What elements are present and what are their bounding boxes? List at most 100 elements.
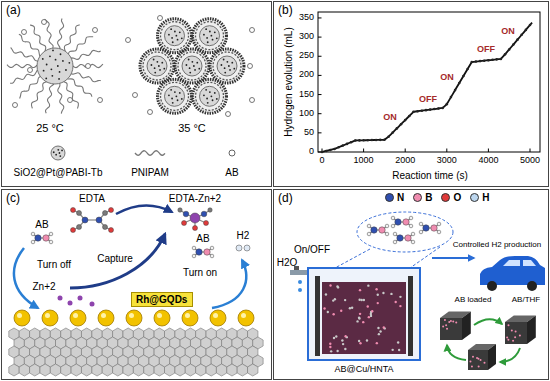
edta-switch-figure (45, 313, 50, 318)
polymer-particle-figure (196, 62, 198, 64)
edta-switch-figure (185, 313, 190, 318)
hydrogen-production-figure (379, 330, 381, 332)
edta-switch-figure (82, 217, 88, 223)
polymer-particle-figure (213, 52, 241, 80)
hydrogen-production-figure (290, 212, 545, 370)
polymer-particle-figure (53, 151, 55, 153)
hydrogen-chart (450, 96, 453, 99)
polymer-particle-figure (62, 60, 64, 62)
polymer-particle-figure (181, 37, 183, 39)
polymer-particle-figure (50, 68, 52, 70)
polymer-particle-figure (175, 49, 209, 83)
hydrogen-chart (446, 103, 449, 106)
state-label: ON (501, 27, 515, 37)
edta-switch-figure (50, 364, 60, 376)
hydrogen-chart (404, 119, 407, 122)
hydrogen-chart (318, 56, 322, 57)
hydrogen-production-figure (367, 284, 369, 286)
tick-label: 200 (299, 70, 314, 80)
edta-switch-figure (103, 211, 108, 216)
legend-label: SiO2@Pt@PABI-Tb (13, 167, 102, 178)
edta-switch-figure (113, 364, 123, 376)
hydrogen-production-figure (330, 350, 332, 352)
atom-swatch (385, 193, 394, 202)
polymer-particle-figure (71, 50, 100, 59)
polymer-particle-figure (207, 102, 209, 104)
polymer-particle-figure (156, 61, 158, 63)
polymer-particle-figure (61, 150, 63, 152)
tick-label: 250 (299, 51, 314, 61)
hydrogen-production-figure (337, 286, 339, 288)
edta-switch-figure (71, 228, 76, 233)
hydrogen-chart (529, 24, 532, 27)
polymer-particle-figure (214, 92, 216, 94)
hydrogen-production-figure (440, 318, 462, 340)
polymer-particle-figure (31, 82, 46, 108)
hydrogen-chart (512, 43, 515, 46)
hydrogen-chart (475, 60, 478, 63)
edta-switch-figure (109, 228, 114, 233)
hydrogen-production-figure (298, 288, 302, 292)
edta-switch-figure (19, 364, 29, 376)
edta-switch-figure (210, 254, 214, 258)
hydrogen-production-figure (512, 340, 514, 342)
polymer-particle-figure (133, 93, 138, 98)
edta-switch-figure (204, 249, 210, 255)
hydrogen-production-figure (356, 320, 358, 322)
hydrogen-chart (416, 110, 419, 113)
hydrogen-production-figure (393, 240, 397, 244)
hydrogen-chart (329, 149, 332, 152)
polymer-particle-figure (68, 62, 70, 64)
polymer-particle-figure (153, 59, 155, 61)
hydrogen-production-figure (447, 345, 466, 360)
polymer-particle-figure (55, 59, 57, 61)
hydrogen-chart (358, 139, 361, 142)
tick-label: 3000 (437, 156, 457, 166)
tick-label: 0 (319, 156, 324, 166)
edta-switch-figure (61, 364, 71, 376)
edta-switch-figure (185, 364, 195, 376)
hydrogen-production-figure (472, 356, 474, 358)
figure-label: AB (196, 233, 209, 244)
hydrogen-chart (504, 53, 507, 56)
hydrogen-production-figure (442, 325, 444, 327)
hydrogen-production-figure (366, 339, 368, 341)
edta-switch-figure (227, 364, 237, 376)
edta-switch-figure (157, 313, 162, 318)
polymer-particle-figure (171, 37, 173, 39)
hydrogen-chart (470, 61, 473, 64)
atom-swatch (413, 193, 422, 202)
element-legend: NBOH (385, 192, 498, 203)
hydrogen-chart (495, 58, 498, 61)
hydrogen-chart (318, 12, 540, 153)
polymer-particle-figure (148, 110, 153, 115)
polymer-particle-figure (182, 56, 202, 76)
hydrogen-production-figure (391, 216, 395, 220)
hydrogen-chart (483, 59, 486, 62)
hydrogen-chart (354, 139, 357, 142)
edta-switch-figure (133, 364, 143, 376)
figure-label: EDTA (79, 193, 105, 204)
polymer-particle-figure (64, 82, 79, 109)
hydrogen-production-figure (527, 281, 537, 291)
edta-switch-figure (77, 211, 82, 216)
hydrogen-chart (318, 37, 322, 38)
hydrogen-production-figure (385, 232, 389, 236)
polymer-particle-figure (193, 79, 227, 113)
hydrogen-production-figure (329, 343, 331, 345)
polymer-particle-figure (43, 70, 45, 72)
tick-label: 5000 (520, 156, 540, 166)
edta-switch-figure (92, 364, 102, 376)
hydrogen-production-figure (385, 224, 389, 228)
polymer-particle-figure (209, 91, 211, 93)
panel-letter: (d) (278, 192, 544, 205)
polymer-particle-figure (206, 37, 208, 39)
hydrogen-chart (318, 94, 322, 95)
legend-label: PNIPAM (131, 167, 169, 178)
hydrogen-production-figure (336, 285, 338, 287)
polymer-particle-figure (194, 69, 196, 71)
temperature-label: 35 °C (178, 122, 206, 134)
edta-switch-figure (216, 364, 226, 376)
polymer-particle-figure (46, 64, 48, 66)
